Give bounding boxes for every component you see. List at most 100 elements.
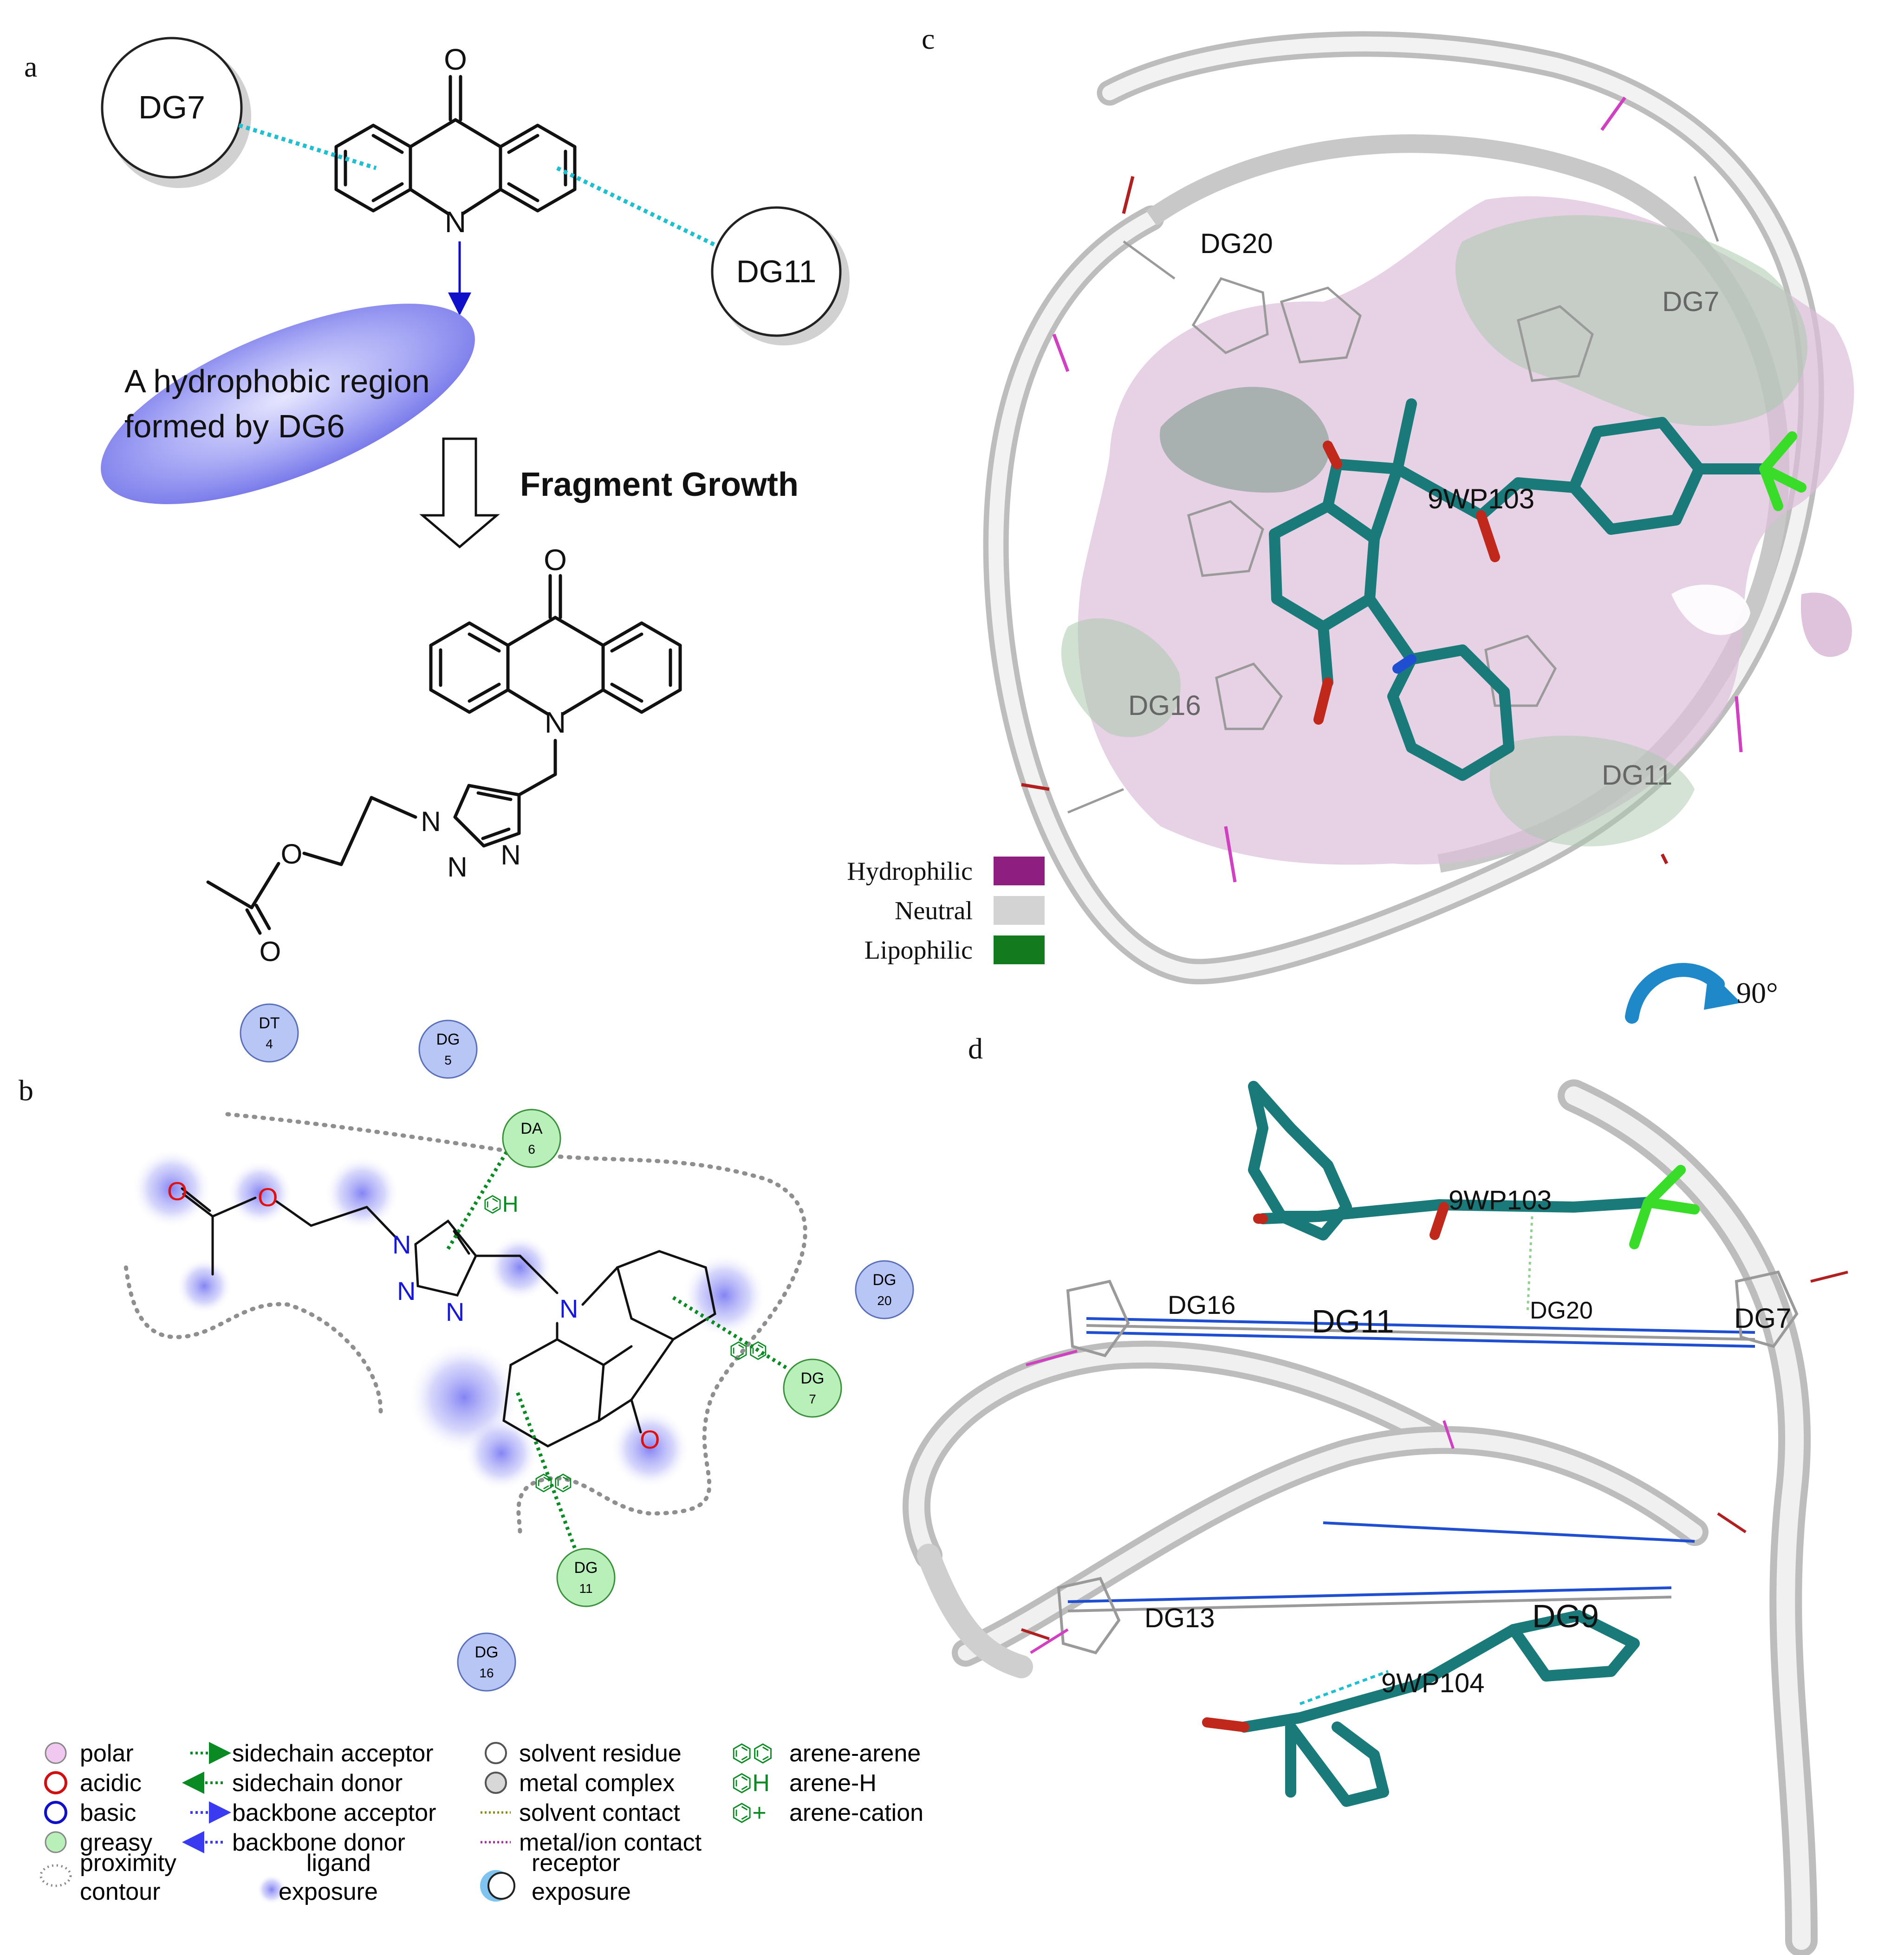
arene-arene-dg7-glyph: ⌬⌬	[729, 1338, 768, 1363]
residue-dt4-name: DT	[259, 1014, 279, 1032]
residue-dg11-name: DG	[574, 1559, 598, 1577]
legend-arene-cation-icon: ⌬+	[731, 1799, 767, 1826]
rotate-arrow-icon	[1625, 963, 1725, 1024]
arene-arene-dg11-interaction	[516, 1392, 578, 1552]
residue-dg20: DG 20	[855, 1260, 914, 1319]
legend-metal-complex: metal complex	[519, 1770, 675, 1797]
panel-d-letter: d	[968, 1032, 983, 1065]
phosphate-sticks-c	[1021, 96, 1743, 883]
residue-dg7-circle: DG7	[101, 37, 251, 188]
atom-o-ester: O	[258, 1182, 278, 1212]
surface-legend: Hydrophilic Neutral Lipophilic	[847, 857, 1045, 965]
residue-dg5-name: DG	[436, 1031, 460, 1048]
panel-b: b O O N	[19, 1003, 923, 1905]
binding-surface	[1061, 196, 1854, 865]
ligand-heteroatoms-c	[1313, 431, 1807, 725]
product-atom-n2: N	[447, 851, 467, 883]
legend-arene-arene: arene-arene	[789, 1740, 921, 1767]
region-label-line1: A hydrophobic region	[124, 363, 430, 399]
legend-hydrophilic-label: Hydrophilic	[847, 857, 973, 886]
label-c-dg11: DG11	[1602, 760, 1672, 791]
residue-da6-name: DA	[520, 1120, 543, 1137]
dna-ribbon-d	[903, 1079, 1818, 1955]
residue-dt4: DT 4	[240, 1003, 299, 1063]
guanine-tetrad-layers	[1021, 1270, 1848, 1655]
hydrophobic-region-ellipse: A hydrophobic region formed by DG6	[101, 304, 475, 504]
legend-solvent-residue: solvent residue	[519, 1740, 682, 1767]
residue-dg5-num: 5	[444, 1053, 452, 1067]
atom-n1: N	[392, 1230, 411, 1259]
atom-n2: N	[397, 1276, 416, 1305]
legend-basic: basic	[80, 1799, 136, 1826]
legend-arene-arene-icon: ⌬⌬	[731, 1740, 773, 1767]
label-c-9wp103: 9WP103	[1428, 483, 1534, 514]
label-c-dg7: DG7	[1662, 286, 1719, 317]
residue-dg20-num: 20	[877, 1293, 891, 1308]
legend-ligand-line2: exposure	[279, 1878, 378, 1905]
residue-dg11: DG 11	[556, 1548, 616, 1607]
residue-da6: DA 6	[502, 1109, 561, 1168]
residue-dg16-num: 16	[479, 1666, 494, 1680]
legend-acidic: acidic	[80, 1770, 142, 1797]
atom-o-carbonyl: O	[167, 1176, 188, 1206]
legend-arene-cation: arene-cation	[789, 1799, 923, 1826]
panel-c: c	[847, 22, 1854, 1024]
atom-o-top: O	[444, 43, 467, 76]
residue-dg16: DG 16	[457, 1632, 516, 1692]
label-c-dg20: DG20	[1200, 228, 1273, 259]
product-structure: O N N N N O O	[206, 543, 682, 967]
label-d-dg20: DG20	[1530, 1297, 1593, 1324]
legend-bb-donor: backbone donor	[232, 1829, 405, 1856]
ligand-exposure-glows	[132, 1149, 766, 1490]
product-atom-n-ring: N	[545, 706, 566, 739]
legend-lipophilic-swatch	[994, 935, 1045, 964]
product-atom-o-carbonyl: O	[260, 936, 281, 967]
ligand-9wp104-oxygen	[1202, 1717, 1249, 1732]
residue-dg11-circle: DG11	[711, 206, 850, 345]
residue-dg7-num: 7	[809, 1392, 816, 1406]
legend-receptor-line2: exposure	[532, 1878, 631, 1905]
label-d-9wp103: 9WP103	[1449, 1185, 1552, 1215]
label-d-dg7: DG7	[1734, 1303, 1791, 1334]
legend-greasy: greasy	[80, 1829, 152, 1856]
legend-neutral-label: Neutral	[895, 896, 973, 925]
fragment-growth-label: Fragment Growth	[520, 466, 799, 503]
product-atom-n1: N	[421, 806, 441, 837]
residue-dg5: DG 5	[418, 1020, 478, 1079]
residue-da6-num: 6	[528, 1142, 535, 1156]
ligand-9wp104-d	[1239, 1610, 1640, 1807]
product-atom-o-ester: O	[281, 838, 303, 870]
ligand-9wp103-d-heteroatoms	[1253, 1165, 1700, 1249]
residue-dg11-label: DG11	[736, 254, 817, 289]
panel-a-letter: a	[24, 50, 37, 83]
atom-n-top: N	[445, 205, 466, 239]
rotation-label: 90°	[1736, 976, 1778, 1009]
legend-proximity-line2: contour	[80, 1878, 160, 1905]
legend-bb-acceptor: backbone acceptor	[232, 1799, 436, 1826]
legend-sc-donor: sidechain donor	[232, 1770, 403, 1797]
ligand-2d-diagram: O O N N N N O	[167, 1176, 716, 1454]
arene-h-glyph: ⌬H	[483, 1192, 519, 1217]
legend-lipophilic-label: Lipophilic	[864, 936, 973, 965]
atom-n4: N	[559, 1294, 578, 1323]
residue-dg11-num: 11	[579, 1581, 592, 1596]
legend-ligand-line1: ligand	[306, 1850, 371, 1877]
label-d-dg13: DG13	[1144, 1603, 1215, 1633]
interaction-legend: polar acidic basic greasy proximity cont…	[39, 1740, 923, 1905]
product-atom-n3: N	[500, 839, 520, 870]
label-d-9wp104: 9WP104	[1381, 1668, 1484, 1698]
panel-b-letter: b	[19, 1074, 33, 1107]
nucleotide-sticks-c	[1067, 176, 1719, 814]
atom-o-ketone: O	[640, 1425, 660, 1454]
legend-sc-acceptor: sidechain acceptor	[232, 1740, 434, 1767]
label-d-dg16: DG16	[1168, 1290, 1235, 1319]
ligand-9wp103-sticks	[1269, 398, 1770, 781]
panel-d: d	[903, 1032, 1848, 1955]
legend-neutral-swatch	[994, 896, 1045, 925]
contact-dg11-line	[556, 166, 718, 248]
legend-solvent-contact: solvent contact	[519, 1799, 680, 1826]
contact-dg7-line	[238, 123, 377, 170]
legend-proximity-line1: proximity	[80, 1850, 176, 1877]
product-atom-o-top: O	[544, 543, 567, 577]
